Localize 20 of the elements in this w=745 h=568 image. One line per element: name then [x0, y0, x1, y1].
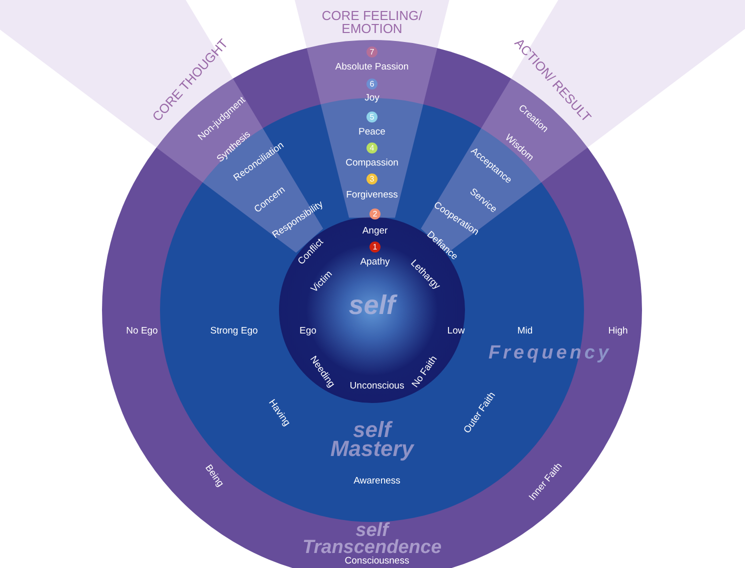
ring-term: Compassion	[346, 158, 398, 168]
ring-term: No Ego	[126, 326, 158, 336]
ring-title: self Transcendence	[301, 523, 443, 556]
section-heading: CORE FEELING/ EMOTION	[320, 9, 424, 35]
ring-term: Peace	[358, 127, 386, 137]
ring-term: High	[608, 326, 628, 336]
ring-term: Ego	[300, 326, 316, 336]
ring-term: Forgiveness	[346, 190, 398, 200]
ring-term: Mid	[517, 326, 533, 336]
ring-term: Unconscious	[350, 381, 404, 391]
ring-term: Apathy	[360, 257, 390, 267]
ring-term: Awareness	[354, 476, 400, 486]
ring-term: Anger	[362, 226, 388, 236]
ring-term: Strong Ego	[210, 326, 258, 336]
ring-title: self Mastery	[329, 420, 416, 459]
ring-term: Joy	[364, 93, 380, 103]
ring-term: Consciousness	[344, 556, 410, 566]
ring-title: self	[348, 294, 398, 318]
ring-term: Low	[447, 326, 465, 336]
ring-term: Absolute Passion	[335, 62, 409, 72]
